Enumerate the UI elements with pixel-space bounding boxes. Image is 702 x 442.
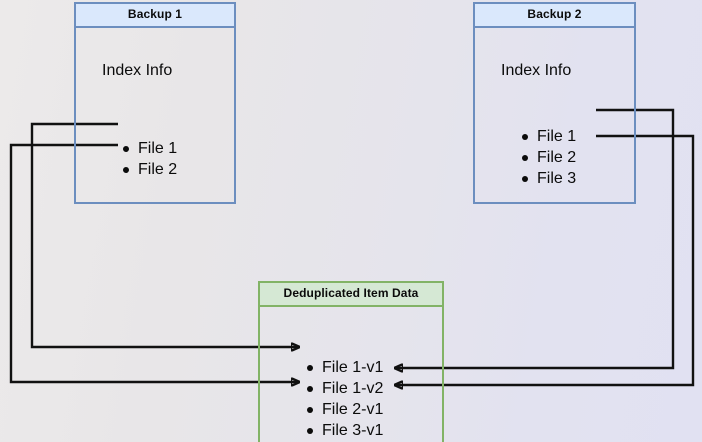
list-item: File 1 [519, 126, 576, 147]
list-item: File 2 [519, 147, 576, 168]
node-deduplicated-item-data[interactable]: Deduplicated Item Data File 1-v1 File 1-… [258, 281, 444, 442]
node-backup1[interactable]: Backup 1 Index Info File 1 File 2 [74, 2, 236, 204]
list-item: File 1 [120, 138, 177, 159]
node-backup1-section-label: Index Info [102, 62, 173, 79]
node-backup1-body: Index Info File 1 File 2 [76, 28, 234, 202]
node-backup1-title: Backup 1 [76, 4, 234, 28]
list-item: File 2 [120, 159, 177, 180]
node-backup2-file-list: File 1 File 2 File 3 [519, 126, 576, 189]
node-backup2-section-label: Index Info [501, 62, 572, 79]
node-backup2-body: Index Info File 1 File 2 File 3 [475, 28, 634, 202]
list-item: File 2-v1 [304, 399, 383, 420]
node-dedup-body: File 1-v1 File 1-v2 File 2-v1 File 3-v1 [260, 307, 442, 442]
list-item: File 3-v1 [304, 420, 383, 441]
list-item: File 1-v1 [304, 357, 383, 378]
list-item: File 3 [519, 168, 576, 189]
node-backup1-file-list: File 1 File 2 [120, 138, 177, 180]
node-backup2[interactable]: Backup 2 Index Info File 1 File 2 File 3 [473, 2, 636, 204]
list-item: File 1-v2 [304, 378, 383, 399]
node-backup2-title: Backup 2 [475, 4, 634, 28]
node-dedup-title: Deduplicated Item Data [260, 283, 442, 307]
node-dedup-file-list: File 1-v1 File 1-v2 File 2-v1 File 3-v1 [304, 357, 383, 441]
